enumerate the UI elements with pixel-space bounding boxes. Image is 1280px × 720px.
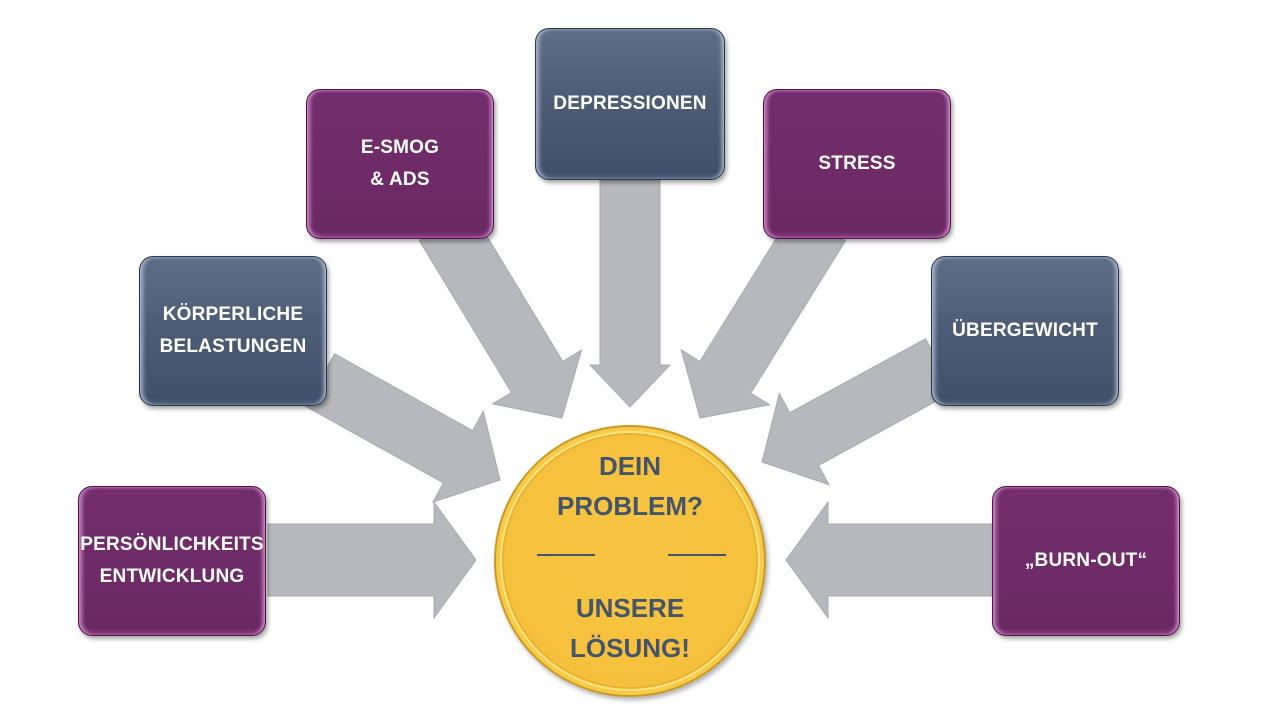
center-line-problem: PROBLEM? — [557, 491, 703, 521]
box-label: „BURN-OUT“ — [1024, 550, 1148, 571]
box-burnout: „BURN-OUT“ — [992, 486, 1180, 636]
arrow-depressionen-to-center — [588, 179, 672, 408]
box-label: KÖRPERLICHE BELASTUNGEN — [159, 304, 307, 357]
box-label: PERSÖNLICHKEITS ENTWICKLUNG — [80, 534, 264, 587]
box-esmog-ads: E-SMOG & ADS — [306, 89, 494, 239]
box-stress: STRESS — [763, 89, 951, 239]
center-line-unsere: UNSERE — [575, 593, 685, 623]
center-divider-right — [668, 554, 726, 556]
box-label: DEPRESSIONEN — [553, 93, 707, 114]
arrow-stress-to-center — [680, 208, 847, 419]
arrow-burnout-to-center — [785, 500, 995, 620]
center-line-dein: DEIN — [598, 451, 662, 481]
box-label: ÜBERGEWICHT — [952, 320, 1098, 341]
box-label: E-SMOG & ADS — [360, 137, 440, 190]
arrow-koerperliche-to-center — [304, 353, 501, 503]
box-label: STRESS — [818, 153, 896, 174]
box-uebergewicht: ÜBERGEWICHT — [931, 256, 1119, 406]
arrow-uebergewicht-to-center — [761, 338, 956, 486]
arrow-esmog-to-center — [418, 208, 583, 419]
center-circle: DEIN PROBLEM? UNSERE LÖSUNG! — [494, 425, 766, 697]
center-divider-left — [537, 554, 595, 556]
arrow-persoenlichkeit-to-center — [267, 500, 477, 620]
box-persoenlichkeitsentwicklung: PERSÖNLICHKEITS ENTWICKLUNG — [78, 486, 266, 636]
center-line-loesung: LÖSUNG! — [570, 633, 690, 663]
box-depressionen: DEPRESSIONEN — [535, 28, 725, 180]
box-koerperliche-belastungen: KÖRPERLICHE BELASTUNGEN — [139, 256, 327, 406]
